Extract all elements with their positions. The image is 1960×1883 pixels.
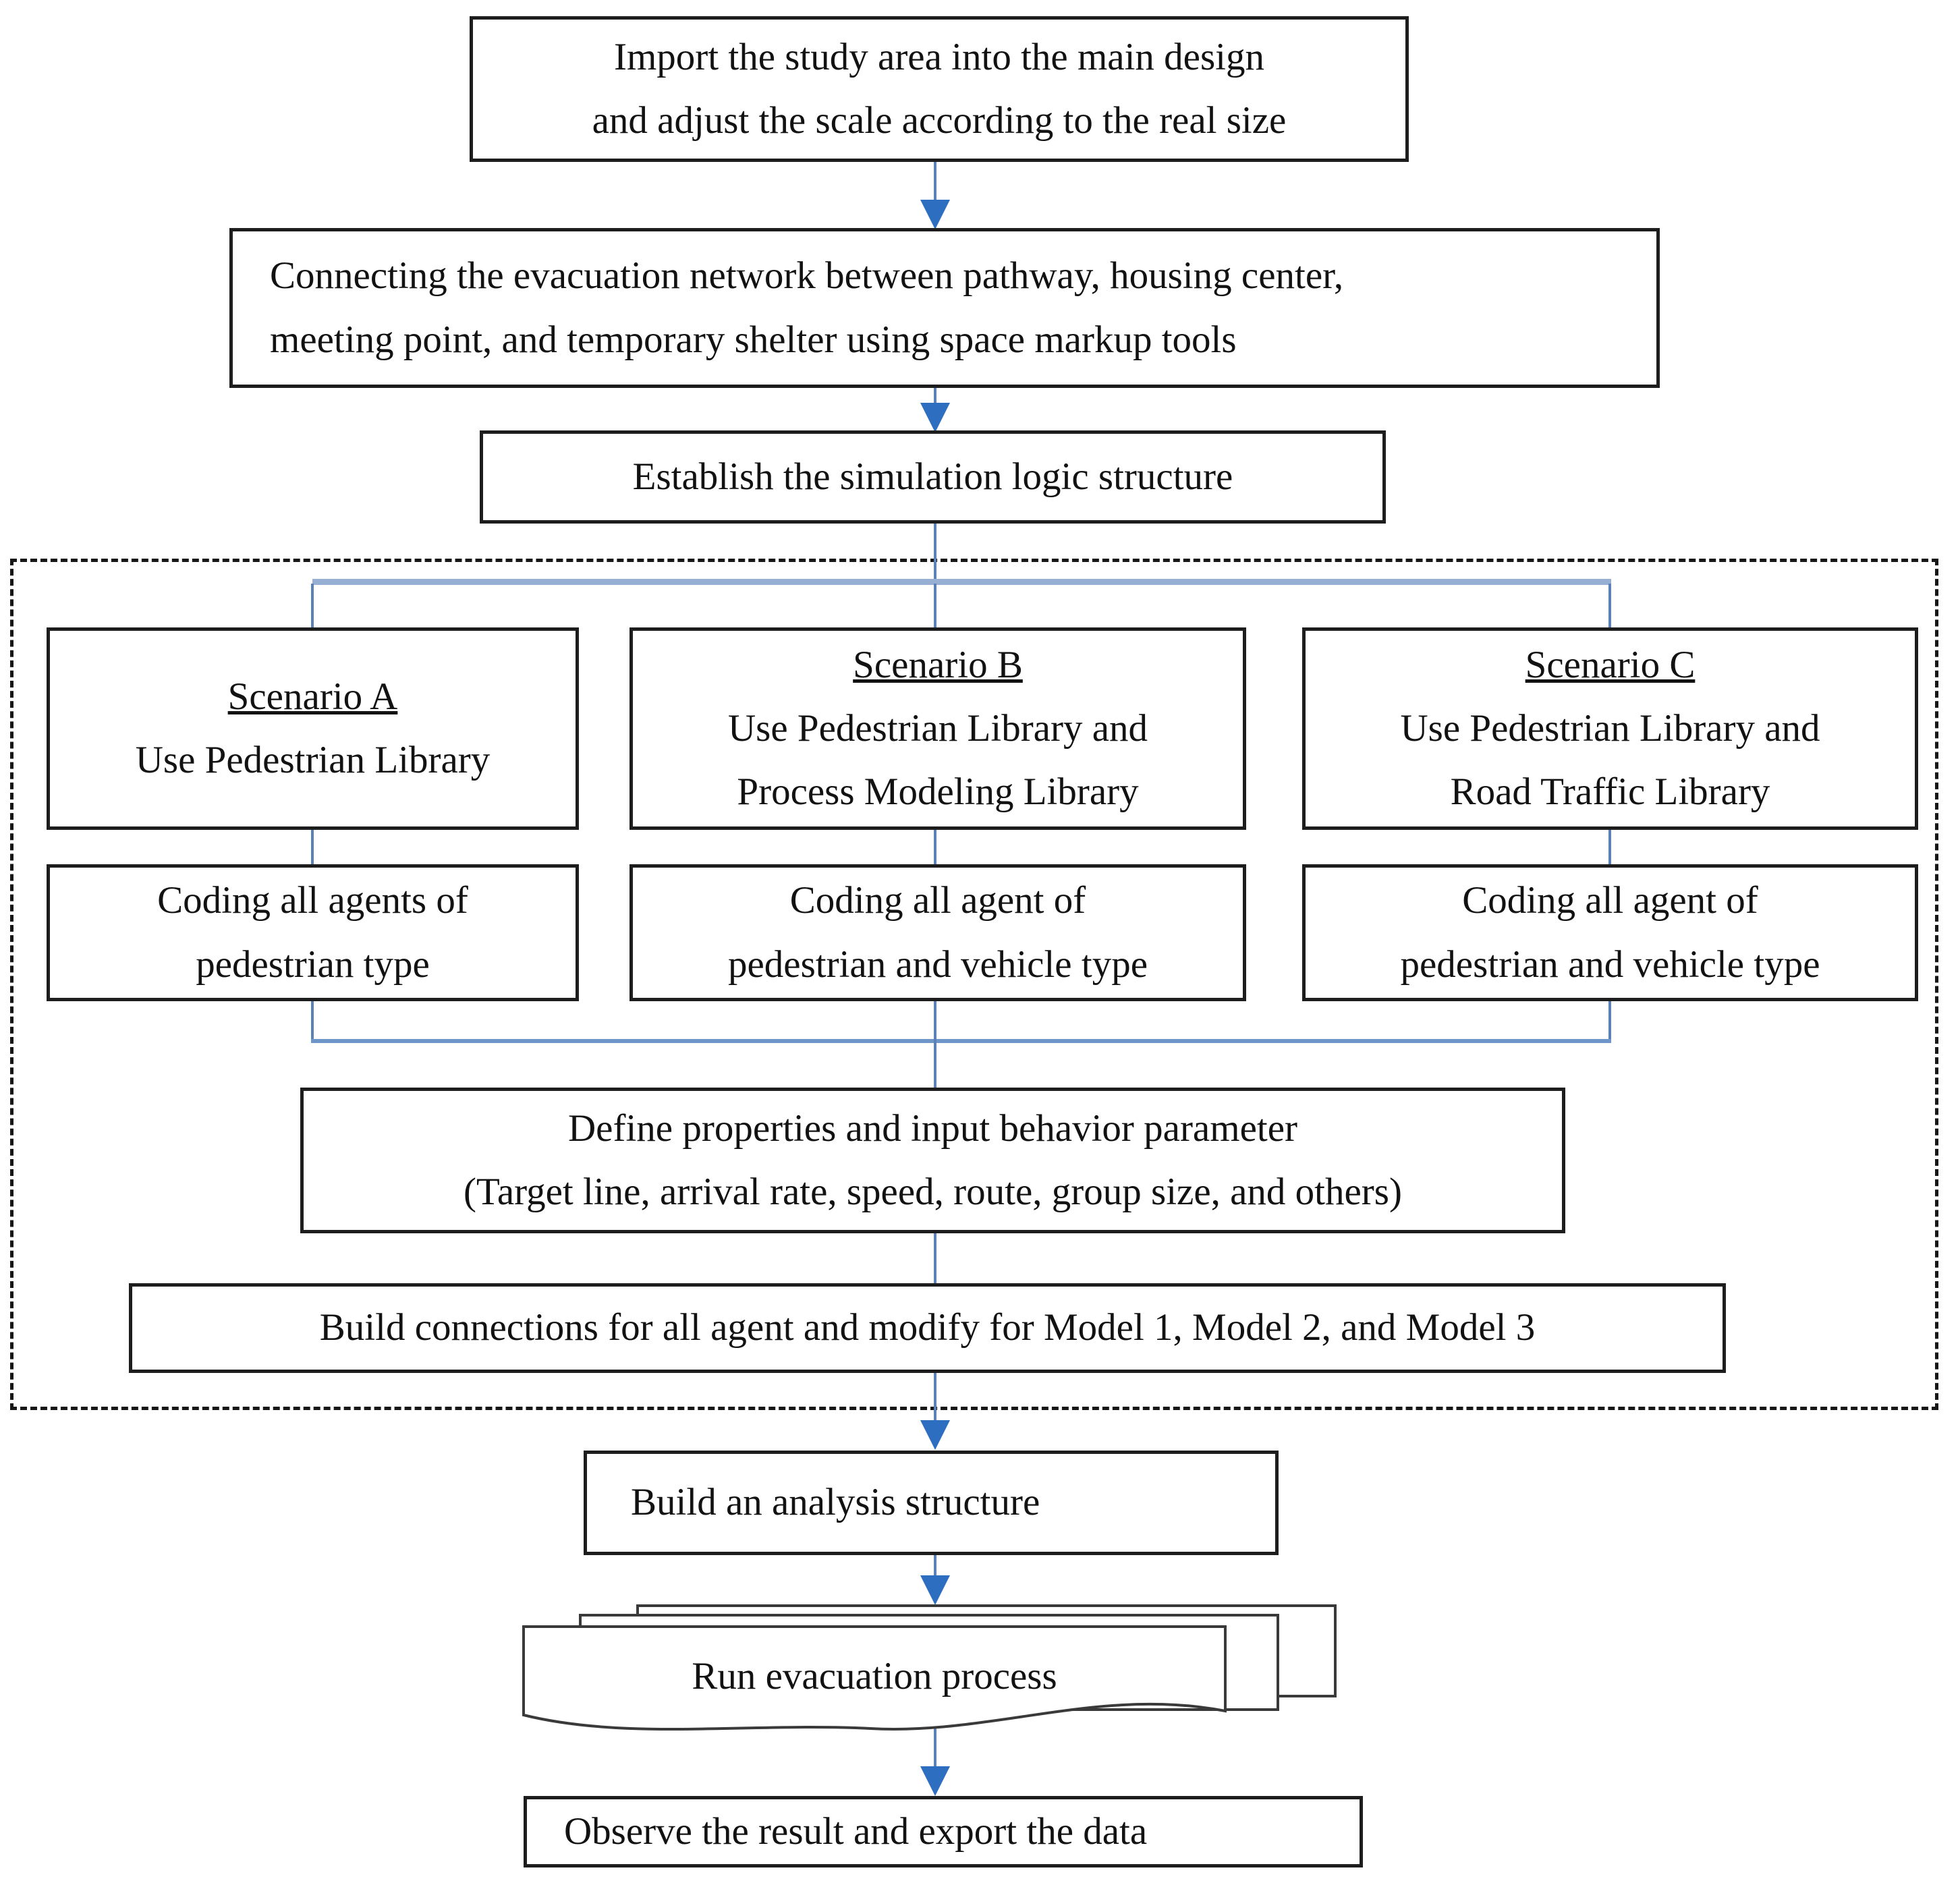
branch-drop-scenario-b (934, 584, 936, 627)
scenario-b-label: Scenario B (853, 643, 1023, 686)
connector-connect-to-establish (934, 388, 936, 404)
coding-a-line2: pedestrian type (196, 943, 430, 986)
document-front-sheet (522, 1625, 1227, 1731)
scenario-b-library-line2: Process Modeling Library (737, 770, 1139, 814)
connector-establish-to-branch (934, 524, 936, 584)
merge-line (311, 1039, 1611, 1043)
scenario-a-label: Scenario A (227, 675, 398, 718)
scenario-b-box: Scenario B Use Pedestrian Library and Pr… (629, 627, 1246, 830)
scenario-a-box: Scenario A Use Pedestrian Library (47, 627, 579, 830)
build-connections-text: Build connections for all agent and modi… (319, 1306, 1536, 1349)
observe-result-text: Observe the result and export the data (564, 1809, 1148, 1853)
arrowhead-down-icon (920, 403, 950, 432)
step-establish-text: Establish the simulation logic structure (632, 455, 1233, 498)
define-properties-line2: (Target line, arrival rate, speed, route… (464, 1171, 1402, 1213)
step-import-line1: Import the study area into the main desi… (613, 35, 1265, 78)
coding-a-box: Coding all agents of pedestrian type (47, 864, 579, 1001)
branch-drop-scenario-a (311, 584, 314, 627)
step-import-box: Import the study area into the main desi… (470, 16, 1409, 162)
coding-b-box: Coding all agent of pedestrian and vehic… (629, 864, 1246, 1001)
connector-scenario-c-to-coding (1608, 830, 1611, 864)
analysis-structure-text: Build an analysis structure (631, 1481, 1040, 1524)
step-connect-box: Connecting the evacuation network betwee… (229, 228, 1660, 388)
step-establish-box: Establish the simulation logic structure (480, 430, 1386, 524)
observe-result-box: Observe the result and export the data (524, 1796, 1363, 1867)
connector-coding-b-to-define (934, 1001, 936, 1088)
connector-import-to-connect (934, 162, 936, 201)
multi-document-shape (522, 1604, 1337, 1731)
coding-b-line1: Coding all agent of (789, 879, 1086, 922)
coding-c-line1: Coding all agent of (1462, 879, 1758, 922)
connector-run-to-observe (934, 1724, 936, 1768)
scenario-c-library-line1: Use Pedestrian Library and (1400, 706, 1820, 750)
scenario-c-label: Scenario C (1525, 643, 1696, 686)
scenario-section-dashed-border (10, 559, 1938, 1410)
coding-b-line2: pedestrian and vehicle type (728, 943, 1148, 986)
step-import-line2: and adjust the scale according to the re… (592, 99, 1287, 142)
arrowhead-down-icon (920, 1575, 950, 1605)
coding-a-line1: Coding all agents of (157, 879, 468, 922)
step-connect-line2: meeting point, and temporary shelter usi… (270, 318, 1237, 361)
define-properties-line1: Define properties and input behavior par… (568, 1106, 1297, 1150)
connector-build-to-analysis (934, 1373, 936, 1422)
run-process-label: Run evacuation process (524, 1636, 1225, 1717)
scenario-c-box: Scenario C Use Pedestrian Library and Ro… (1302, 627, 1918, 830)
connector-analysis-to-run (934, 1555, 936, 1577)
coding-c-box: Coding all agent of pedestrian and vehic… (1302, 864, 1918, 1001)
define-properties-box: Define properties and input behavior par… (300, 1088, 1565, 1233)
analysis-structure-box: Build an analysis structure (584, 1451, 1279, 1555)
connector-coding-c-to-merge (1608, 1001, 1611, 1043)
arrowhead-down-icon (920, 200, 950, 229)
arrowhead-down-icon (920, 1766, 950, 1796)
scenario-b-library-line1: Use Pedestrian Library and (727, 706, 1148, 750)
connector-define-to-build (934, 1233, 936, 1283)
run-process-text: Run evacuation process (692, 1655, 1057, 1698)
build-connections-box: Build connections for all agent and modi… (129, 1283, 1726, 1373)
connector-coding-a-to-merge (311, 1001, 314, 1043)
coding-c-line2: pedestrian and vehicle type (1400, 943, 1820, 986)
step-connect-line1: Connecting the evacuation network betwee… (270, 254, 1344, 298)
connector-scenario-b-to-coding (934, 830, 936, 864)
scenario-c-library-line2: Road Traffic Library (1450, 770, 1770, 814)
arrowhead-down-icon (920, 1420, 950, 1450)
branch-drop-scenario-c (1608, 584, 1611, 627)
connector-scenario-a-to-coding (311, 830, 314, 864)
branch-line (312, 579, 1611, 585)
scenario-a-library-line1: Use Pedestrian Library (135, 739, 491, 781)
